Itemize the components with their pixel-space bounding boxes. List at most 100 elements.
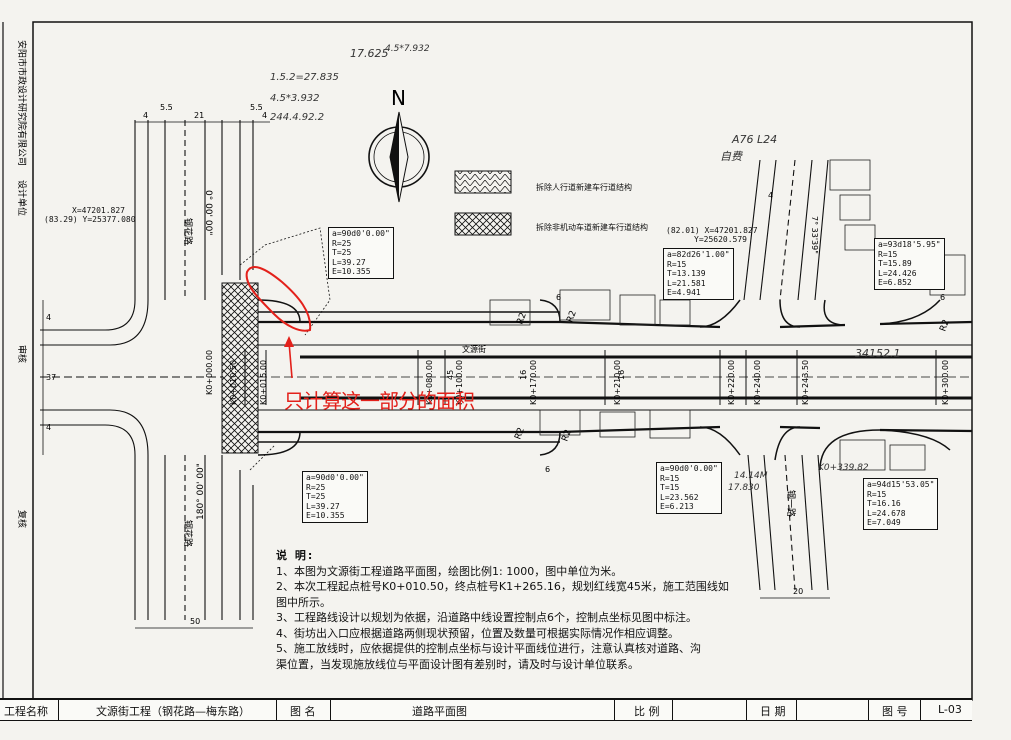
radius-2: R2 xyxy=(565,309,578,324)
station-4: K0+080.00 xyxy=(425,360,434,405)
coord-right-y: Y=25620.579 xyxy=(694,235,747,244)
coord-right-x: X=47201.827 xyxy=(704,226,758,235)
station-8: K0+220.00 xyxy=(727,360,736,405)
station-1: K0+000.00 xyxy=(205,350,214,395)
station-7: K0+210.00 xyxy=(613,360,622,405)
dim-top-1: 4 xyxy=(143,111,148,120)
design-notes: 说 明: 1、本图为文源街工程道路平面图，绘图比例1: 1000，图中单位为米。… xyxy=(276,548,756,672)
notes-line-1: 1、本图为文源街工程道路平面图，绘图比例1: 1000，图中单位为米。 xyxy=(276,564,623,578)
curve-t: T=25 xyxy=(332,248,352,257)
scale-label: 比 例 xyxy=(634,705,660,718)
hw-right-1: A76 L24 xyxy=(731,133,777,146)
curve-l: L=39.27 xyxy=(332,257,366,267)
legend-swatch-1 xyxy=(454,170,512,194)
dim-side-2: 37 xyxy=(46,373,56,382)
station-3: K0+015.00 xyxy=(259,360,268,405)
notes-line-7: 渠位置，当发现施放线位与平面设计图有差别时，请及时与设计单位联系。 xyxy=(276,657,639,671)
dim-bottom-left: 50 xyxy=(190,617,200,626)
number-value: L-03 xyxy=(938,703,962,716)
construction-range xyxy=(239,227,331,471)
curve-r: R=15 xyxy=(867,489,887,499)
notes-title: 说 明: xyxy=(276,549,315,562)
radius-3: R2 xyxy=(513,426,526,441)
curve-r: R=15 xyxy=(667,259,687,269)
curve-e: E=10.355 xyxy=(306,511,345,520)
dim-bottom-right: 20 xyxy=(793,587,803,596)
curve-t: T=25 xyxy=(306,492,326,501)
road-name-cross: 钢一路 xyxy=(785,490,797,517)
station-5: K0+100.00 xyxy=(455,360,464,405)
coord-left-y: Y=25377.080 xyxy=(82,215,136,224)
red-annotation-text: 只计算这一部分的面积 xyxy=(284,389,475,413)
coord-right: (82.01) X=47201.827 Y=25620.579 xyxy=(666,226,758,244)
road-name-vertical-top: 钢花路 xyxy=(182,218,194,245)
radius-1: R2 xyxy=(515,311,528,326)
hw-top-2: 4.5*7.932 xyxy=(385,44,430,54)
drawing-name: 道路平面图 xyxy=(412,705,467,718)
hw-station-note: K0+339.82 xyxy=(818,463,869,473)
curve-a: a=93d18'5.95" xyxy=(878,240,941,249)
vertical-road-ganghua xyxy=(40,120,254,620)
project-label: 工程名称 xyxy=(4,705,48,718)
review-label: 审核 xyxy=(16,345,28,363)
red-outline-area xyxy=(245,266,312,332)
dim-top-5: 4 xyxy=(262,111,267,120)
project-name: 文源街工程（钢花路—梅东路） xyxy=(96,705,250,718)
design-unit-label: 设计单位 xyxy=(16,180,28,216)
curve-t: T=16.16 xyxy=(867,499,901,508)
curve-r: R=15 xyxy=(660,473,680,483)
coord-left-prefix: (83.29) xyxy=(44,215,78,224)
hw-bottom: 14.14M xyxy=(734,471,768,481)
curve-e: E=10.355 xyxy=(332,267,371,276)
dim-top-4: 5.5 xyxy=(250,103,263,112)
company-name: 安阳市市政设计研究院有限公司 xyxy=(16,40,28,166)
curve-a: a=90d0'0.00" xyxy=(660,464,718,473)
curve-l: L=21.581 xyxy=(667,278,706,288)
curve-l: L=23.562 xyxy=(660,492,699,502)
curve-r: R=25 xyxy=(332,238,352,248)
road-dim-7: 6 xyxy=(545,465,550,474)
curve-a: a=82d26'1.00" xyxy=(667,250,730,259)
curve-l: L=39.27 xyxy=(306,501,340,511)
date-label: 日 期 xyxy=(760,705,786,718)
station-9: K0+240.00 xyxy=(753,360,762,405)
notes-line-2: 2、本次工程起点桩号K0+010.50，终点桩号K1+265.16，规划红线宽4… xyxy=(276,580,729,593)
road-dim-3: 16 xyxy=(617,370,626,380)
curve-e: E=6.213 xyxy=(660,502,694,511)
legend-label-1: 拆除人行道新建车行道结构 xyxy=(536,183,632,192)
cross-road-gangyi xyxy=(743,159,829,591)
coord-left-x: X=47201.827 xyxy=(72,206,125,215)
north-label: N xyxy=(391,86,406,110)
coord-left: X=47201.827 (83.29) Y=25377.080 xyxy=(44,206,136,224)
angle-top: 0° 00' 00" xyxy=(203,190,213,235)
station-6: K0+170.00 xyxy=(529,360,538,405)
road-dim-4: 6 xyxy=(556,293,561,302)
curve-l: L=24.678 xyxy=(867,508,906,518)
hw-top-4: 4.5*3.932 xyxy=(270,93,320,104)
legend-label-2: 拆除非机动车道新建车行道结构 xyxy=(536,223,648,232)
angle-right: 7° 33'39" xyxy=(810,216,819,254)
curve-a: a=94d15'53.05" xyxy=(867,480,935,489)
road-dim-2: 16 xyxy=(519,370,528,380)
hw-top-3: 1.5.2=27.835 xyxy=(270,72,339,83)
north-arrow: N xyxy=(368,86,430,203)
hatched-demolition-area xyxy=(221,282,259,454)
angle-bottom: 180° 00' 00" xyxy=(196,463,206,520)
curve-r: R=25 xyxy=(306,482,326,492)
red-arrow xyxy=(288,341,293,379)
notes-line-3: 图中所示。 xyxy=(276,595,331,609)
handwriting-notes: 17.625 4.5*7.932 1.5.2=27.835 4.5*3.932 … xyxy=(270,44,901,493)
hw-bottom-2: 17.830 xyxy=(728,483,760,493)
number-label: 图 号 xyxy=(882,705,908,718)
radius-5: R2 xyxy=(938,318,951,333)
radius-4: R2 xyxy=(560,428,573,443)
curve-t: T=13.139 xyxy=(667,269,706,278)
